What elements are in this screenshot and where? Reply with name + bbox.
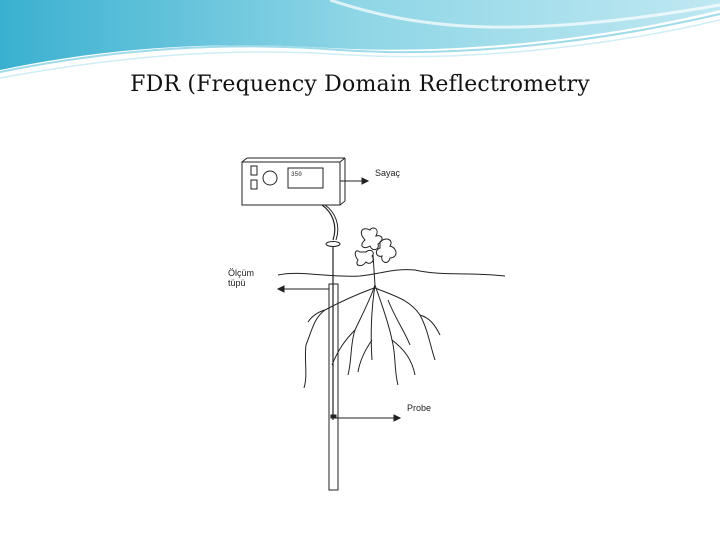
plant bbox=[354, 227, 397, 286]
tube-cap bbox=[325, 241, 341, 247]
roots bbox=[303, 284, 441, 389]
meter-button bbox=[250, 165, 258, 176]
meter-button bbox=[250, 179, 258, 190]
arrow-meter bbox=[340, 177, 370, 185]
measurement-tube bbox=[328, 246, 339, 491]
slide-title: FDR (Frequency Domain Reflectrometry bbox=[130, 72, 590, 97]
decorative-header-wave bbox=[0, 0, 720, 79]
label-tube-line2: tüpü bbox=[228, 278, 246, 288]
ground-line bbox=[277, 269, 506, 277]
label-meter: Sayaç bbox=[375, 168, 401, 178]
label-measurement-tube: Ölçüm tüpü bbox=[228, 268, 254, 288]
meter-display bbox=[287, 167, 324, 189]
meter-readout: 350 bbox=[291, 171, 302, 178]
arrow-probe bbox=[333, 414, 402, 422]
meter-device bbox=[241, 157, 346, 206]
arrow-tube bbox=[276, 285, 329, 293]
label-tube-line1: Ölçüm bbox=[228, 268, 255, 278]
meter-dial bbox=[262, 170, 278, 186]
label-probe: Probe bbox=[407, 403, 432, 413]
